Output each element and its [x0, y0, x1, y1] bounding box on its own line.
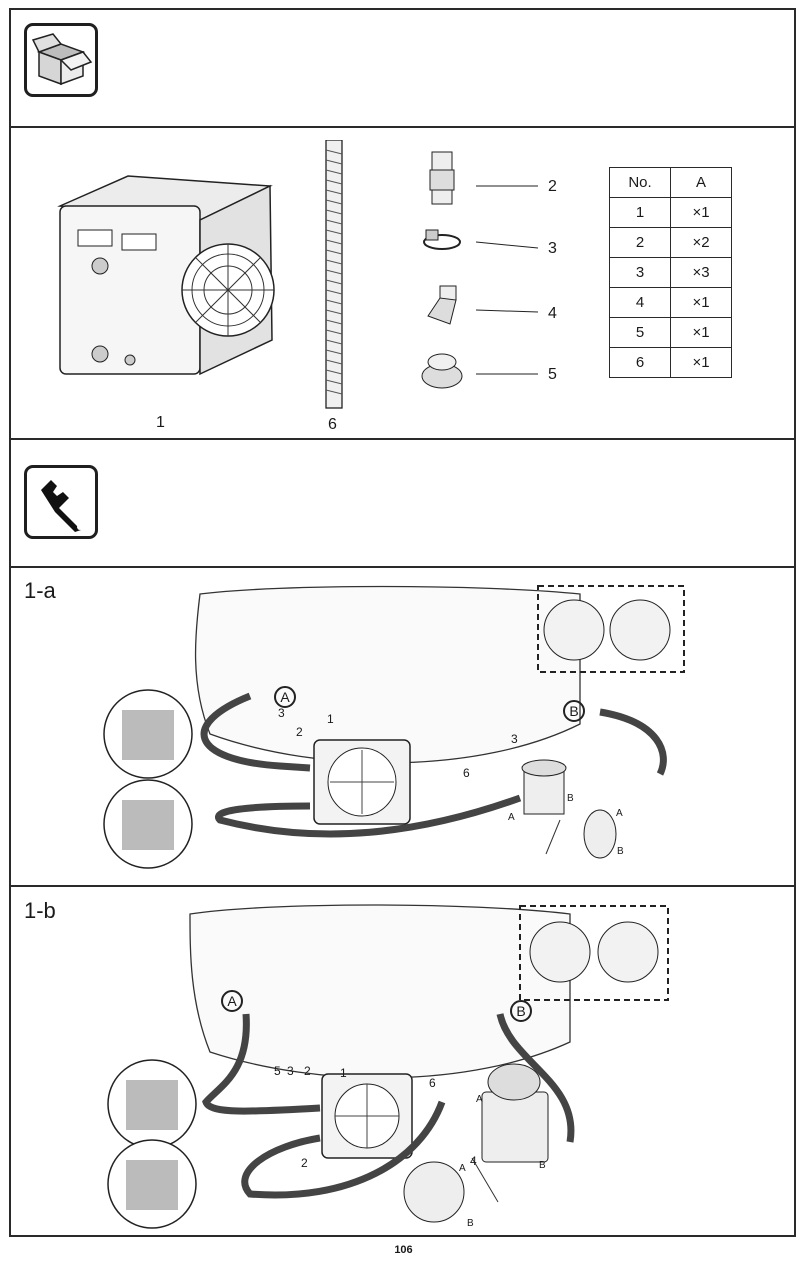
- parts-table: No. A 1 ×1 2 ×2 3 ×3 4 ×1 5 ×1 6 ×1: [609, 167, 732, 378]
- divider: [9, 438, 796, 440]
- hose-illustration: [325, 140, 343, 409]
- cell-no: 6: [609, 347, 671, 378]
- divider: [9, 885, 796, 887]
- filter-callout-b: B: [567, 793, 574, 804]
- table-row: 4 ×1: [609, 287, 732, 318]
- part-number-5: 5: [548, 366, 557, 383]
- cell-no: 5: [609, 317, 671, 348]
- callout-4: 4: [470, 1154, 477, 1168]
- filter-callout-a: A: [508, 812, 515, 823]
- filter-callout-b: B: [539, 1160, 546, 1171]
- callout-a: A: [221, 990, 243, 1012]
- table-row: 3 ×3: [609, 257, 732, 288]
- callout-1: 1: [340, 1066, 347, 1080]
- callout-5: 5: [274, 1064, 281, 1078]
- table-row: 6 ×1: [609, 347, 732, 378]
- sand-callout-a: A: [459, 1163, 466, 1174]
- callout-b: B: [510, 1000, 532, 1022]
- page-frame: [9, 8, 796, 1237]
- callout-2: 2: [304, 1064, 311, 1078]
- header-a: A: [670, 167, 732, 198]
- diagram-1a: [103, 585, 685, 869]
- divider: [9, 566, 796, 568]
- cell-qty: ×1: [670, 197, 732, 228]
- callout-2: 2: [296, 725, 303, 739]
- cell-no: 2: [609, 227, 671, 258]
- cell-qty: ×3: [670, 257, 732, 288]
- callout-2: 2: [301, 1156, 308, 1170]
- filter-callout-a: A: [476, 1094, 483, 1105]
- sand-callout-b: B: [467, 1218, 474, 1229]
- leader-lines: [476, 185, 539, 375]
- table-header-row: No. A: [609, 167, 732, 198]
- part-number-1: 1: [156, 414, 165, 431]
- callout-3: 3: [287, 1064, 294, 1078]
- cell-no: 4: [609, 287, 671, 318]
- cell-no: 1: [609, 197, 671, 228]
- divider: [9, 126, 796, 128]
- part-number-6: 6: [328, 416, 337, 433]
- callout-1: 1: [327, 712, 334, 726]
- cell-no: 3: [609, 257, 671, 288]
- sand-callout-b: B: [617, 846, 624, 857]
- callout-3: 3: [278, 706, 285, 720]
- section-label-1a: 1-a: [24, 578, 56, 603]
- part-number-4: 4: [548, 305, 557, 322]
- fittings-illustration: [421, 151, 463, 389]
- callout-3: 3: [511, 732, 518, 746]
- callout-6: 6: [463, 766, 470, 780]
- page-number: 106: [394, 1244, 413, 1256]
- cell-qty: ×1: [670, 347, 732, 378]
- callout-6: 6: [429, 1076, 436, 1090]
- cell-qty: ×1: [670, 287, 732, 318]
- open-box-icon: [24, 23, 98, 97]
- section-label-1b: 1-b: [24, 898, 56, 923]
- cell-qty: ×1: [670, 317, 732, 348]
- part-number-2: 2: [548, 178, 557, 195]
- callout-b: B: [563, 700, 585, 722]
- callout-a: A: [274, 686, 296, 708]
- part-number-3: 3: [548, 240, 557, 257]
- table-row: 2 ×2: [609, 227, 732, 258]
- cell-qty: ×2: [670, 227, 732, 258]
- header-no: No.: [609, 167, 671, 198]
- sand-callout-a: A: [616, 808, 623, 819]
- table-row: 5 ×1: [609, 317, 732, 348]
- heat-pump-illustration: [57, 175, 275, 376]
- diagram-1b: [107, 904, 669, 1229]
- wrench-icon: [24, 465, 98, 539]
- table-row: 1 ×1: [609, 197, 732, 228]
